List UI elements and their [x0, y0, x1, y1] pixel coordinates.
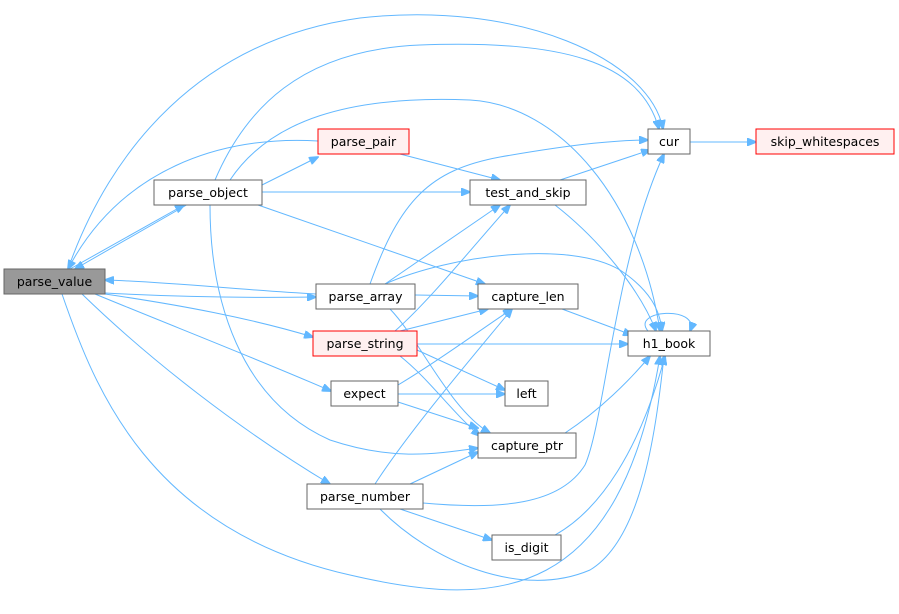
node-label-skip_whitespaces: skip_whitespaces — [771, 134, 880, 149]
edge-parse_string-to-test_and_skip — [394, 205, 510, 332]
edge-parse_object-to-h1_book — [229, 98, 660, 331]
edge-parse_object-to-parse_pair — [261, 157, 318, 186]
edge-capture_len-to-h1_book — [561, 308, 632, 335]
nodes: parse_value parse_object parse_pair parse_a… — [3, 128, 895, 561]
node-box-parse_string[interactable] — [312, 330, 418, 357]
node-box-left[interactable] — [504, 380, 549, 407]
edge-parse_string-to-capture_len — [399, 309, 488, 332]
edge-capture_ptr-to-h1_book — [564, 356, 650, 434]
edge-parse_number-to-h1_book — [379, 356, 664, 581]
edge-parse_object-to-capture_ptr — [209, 204, 478, 455]
node-label-expect: expect — [343, 386, 385, 401]
edge-test_and_skip-to-h1_book — [554, 204, 656, 331]
node-label-parse_value: parse_value — [17, 274, 93, 289]
edge-parse_number-to-capture_len — [374, 309, 512, 485]
node-box-capture_len[interactable] — [477, 283, 579, 310]
node-label-capture_len: capture_len — [491, 289, 564, 304]
node-box-expect[interactable] — [330, 380, 399, 407]
edge-parse_array-to-cur — [369, 140, 648, 285]
edge-parse_value-to-parse_string — [104, 293, 313, 337]
node-label-parse_object: parse_object — [168, 185, 248, 200]
edge-parse_array-to-h1_book — [384, 253, 662, 331]
node-box-parse_number[interactable] — [306, 483, 424, 510]
node-label-h1_book: h1_book — [643, 336, 696, 351]
node-box-is_digit[interactable] — [491, 534, 562, 561]
edge-parse_array-to-parse_value — [105, 280, 317, 295]
node-label-parse_pair: parse_pair — [331, 134, 397, 149]
node-left[interactable]: left — [504, 380, 549, 407]
edge-is_digit-to-h1_book — [554, 356, 665, 536]
edge-parse_value-to-expect — [94, 293, 331, 391]
edge-parse_object-to-cur — [214, 43, 659, 181]
node-h1_book[interactable]: h1_book — [627, 330, 711, 357]
edge-parse_pair-to-parse_value — [68, 139, 319, 269]
node-parse_number[interactable]: parse_number — [306, 483, 424, 510]
edges — [61, 14, 756, 591]
node-label-test_and_skip: test_and_skip — [485, 185, 570, 200]
node-parse_value[interactable]: parse_value — [3, 268, 106, 295]
node-cur[interactable]: cur — [647, 128, 691, 155]
node-label-is_digit: is_digit — [505, 540, 549, 555]
node-label-left: left — [516, 386, 536, 401]
node-parse_pair[interactable]: parse_pair — [317, 128, 410, 155]
edge-parse_object-to-capture_len — [257, 204, 485, 284]
edge-expect-to-capture_ptr — [397, 401, 478, 428]
edge-parse_value-to-cur — [67, 14, 663, 270]
node-capture_ptr[interactable]: capture_ptr — [477, 432, 577, 459]
edge-parse_array-to-capture_ptr — [389, 308, 490, 433]
node-box-parse_object[interactable] — [153, 179, 263, 206]
node-parse_array[interactable]: parse_array — [315, 283, 416, 310]
edge-parse_value-to-h1_book — [61, 293, 660, 591]
edge-parse_value-to-parse_number — [81, 293, 330, 484]
node-box-parse_value[interactable] — [3, 268, 106, 295]
node-expect[interactable]: expect — [330, 380, 399, 407]
node-capture_len[interactable]: capture_len — [477, 283, 579, 310]
node-parse_object[interactable]: parse_object — [153, 179, 263, 206]
node-box-h1_book[interactable] — [627, 330, 711, 357]
edge-parse_pair-to-test_and_skip — [399, 153, 500, 180]
node-label-parse_string: parse_string — [326, 336, 403, 351]
edge-h1_book-to-h1_book — [644, 312, 691, 331]
node-box-test_and_skip[interactable] — [469, 179, 587, 206]
node-label-parse_number: parse_number — [320, 489, 411, 504]
edge-expect-to-capture_len — [397, 309, 512, 386]
node-box-parse_array[interactable] — [315, 283, 416, 310]
node-box-parse_pair[interactable] — [317, 128, 410, 155]
edge-parse_array-to-test_and_skip — [384, 205, 500, 285]
edge-parse_number-to-capture_ptr — [409, 452, 478, 485]
node-label-capture_ptr: capture_ptr — [491, 438, 564, 453]
edge-parse_number-to-cur — [422, 154, 664, 507]
edge-parse_array-to-capture_len — [414, 295, 478, 296]
node-box-skip_whitespaces[interactable] — [755, 128, 895, 155]
node-parse_string[interactable]: parse_string — [312, 330, 418, 357]
node-test_and_skip[interactable]: test_and_skip — [469, 179, 587, 206]
node-box-cur[interactable] — [647, 128, 691, 155]
node-skip_whitespaces[interactable]: skip_whitespaces — [755, 128, 895, 155]
node-label-cur: cur — [659, 134, 680, 149]
edge-parse_value-to-parse_array — [104, 292, 316, 297]
node-box-capture_ptr[interactable] — [477, 432, 577, 459]
node-is_digit[interactable]: is_digit — [491, 534, 562, 561]
edge-parse_value-to-parse_object — [69, 205, 184, 270]
edge-parse_number-to-is_digit — [399, 508, 492, 540]
node-label-parse_array: parse_array — [329, 289, 404, 304]
edge-test_and_skip-to-cur — [559, 150, 650, 181]
